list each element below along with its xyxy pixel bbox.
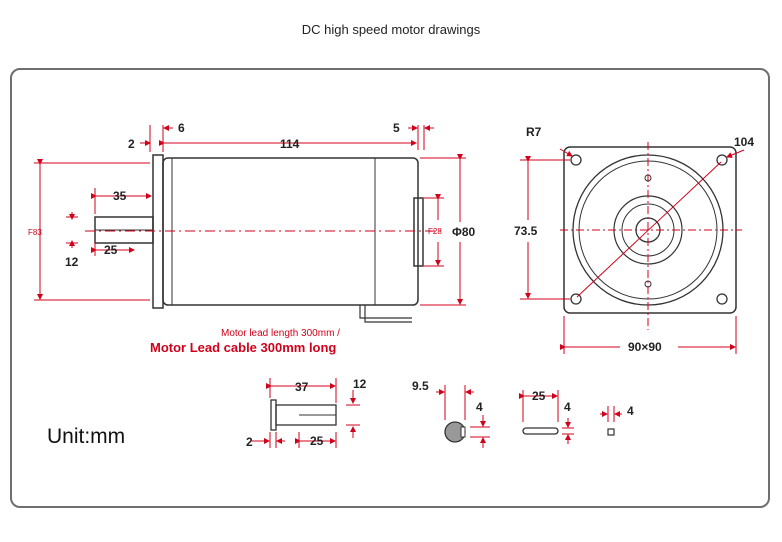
dim-key-section-size: 4 — [627, 404, 634, 418]
dim-shaft-detail-diameter: 12 — [353, 377, 367, 391]
dim-corner-radius: R7 — [526, 125, 542, 139]
dim-section-depth: 4 — [476, 400, 483, 414]
dim-hole-spacing: 73.5 — [514, 224, 538, 238]
side-view: 2 6 114 5 35 25 12 F83 F28 Φ80 Motor lea… — [28, 121, 476, 355]
lead-wires — [359, 305, 412, 323]
page-title: DC high speed motor drawings — [301, 22, 481, 37]
motor-body — [162, 157, 419, 306]
dim-key-height: 4 — [564, 400, 571, 414]
dim-key-length-detail: 25 — [532, 389, 546, 403]
dim-shaft-detail-flange: 2 — [246, 435, 253, 449]
dim-key-length: 25 — [104, 243, 118, 257]
key-part — [522, 427, 559, 435]
shaft-detail: 37 12 2 25 — [246, 377, 367, 449]
dim-diameter: Φ80 — [452, 225, 476, 239]
dim-shaft-detail-key: 25 — [310, 434, 324, 448]
lead-note: Motor lead length 300mm / — [221, 328, 340, 339]
dim-shaft-end: 6 — [178, 121, 185, 135]
dim-square: 90×90 — [628, 340, 662, 354]
key-section-square — [607, 428, 615, 436]
dim-shaft-diameter: 12 — [65, 255, 79, 269]
dim-rear-cap: 5 — [393, 121, 400, 135]
dim-section-width: 9.5 — [412, 379, 429, 393]
front-view: R7 104 73.5 90×90 — [514, 125, 754, 354]
dim-height: F83 — [28, 228, 42, 237]
dim-diagonal: 104 — [734, 135, 754, 149]
mount-hole — [570, 293, 582, 305]
key-detail: 25 4 — [519, 389, 574, 444]
mount-hole — [570, 154, 582, 166]
dim-shaft-detail-length: 37 — [295, 380, 309, 394]
drawing-frame — [10, 68, 770, 508]
mount-hole — [716, 154, 728, 166]
dim-shaft-length: 35 — [113, 189, 127, 203]
dim-flange: 2 — [128, 137, 135, 151]
unit-label: Unit:mm — [47, 425, 126, 448]
rear-boss — [413, 197, 424, 267]
key-section: 4 — [600, 404, 634, 436]
mount-hole — [716, 293, 728, 305]
section-detail: 9.5 4 — [412, 379, 490, 448]
lead-note-bold: Motor Lead cable 300mm long — [150, 340, 336, 355]
dim-body-length: 114 — [280, 137, 300, 151]
dim-rear-boss: F28 — [428, 227, 442, 236]
